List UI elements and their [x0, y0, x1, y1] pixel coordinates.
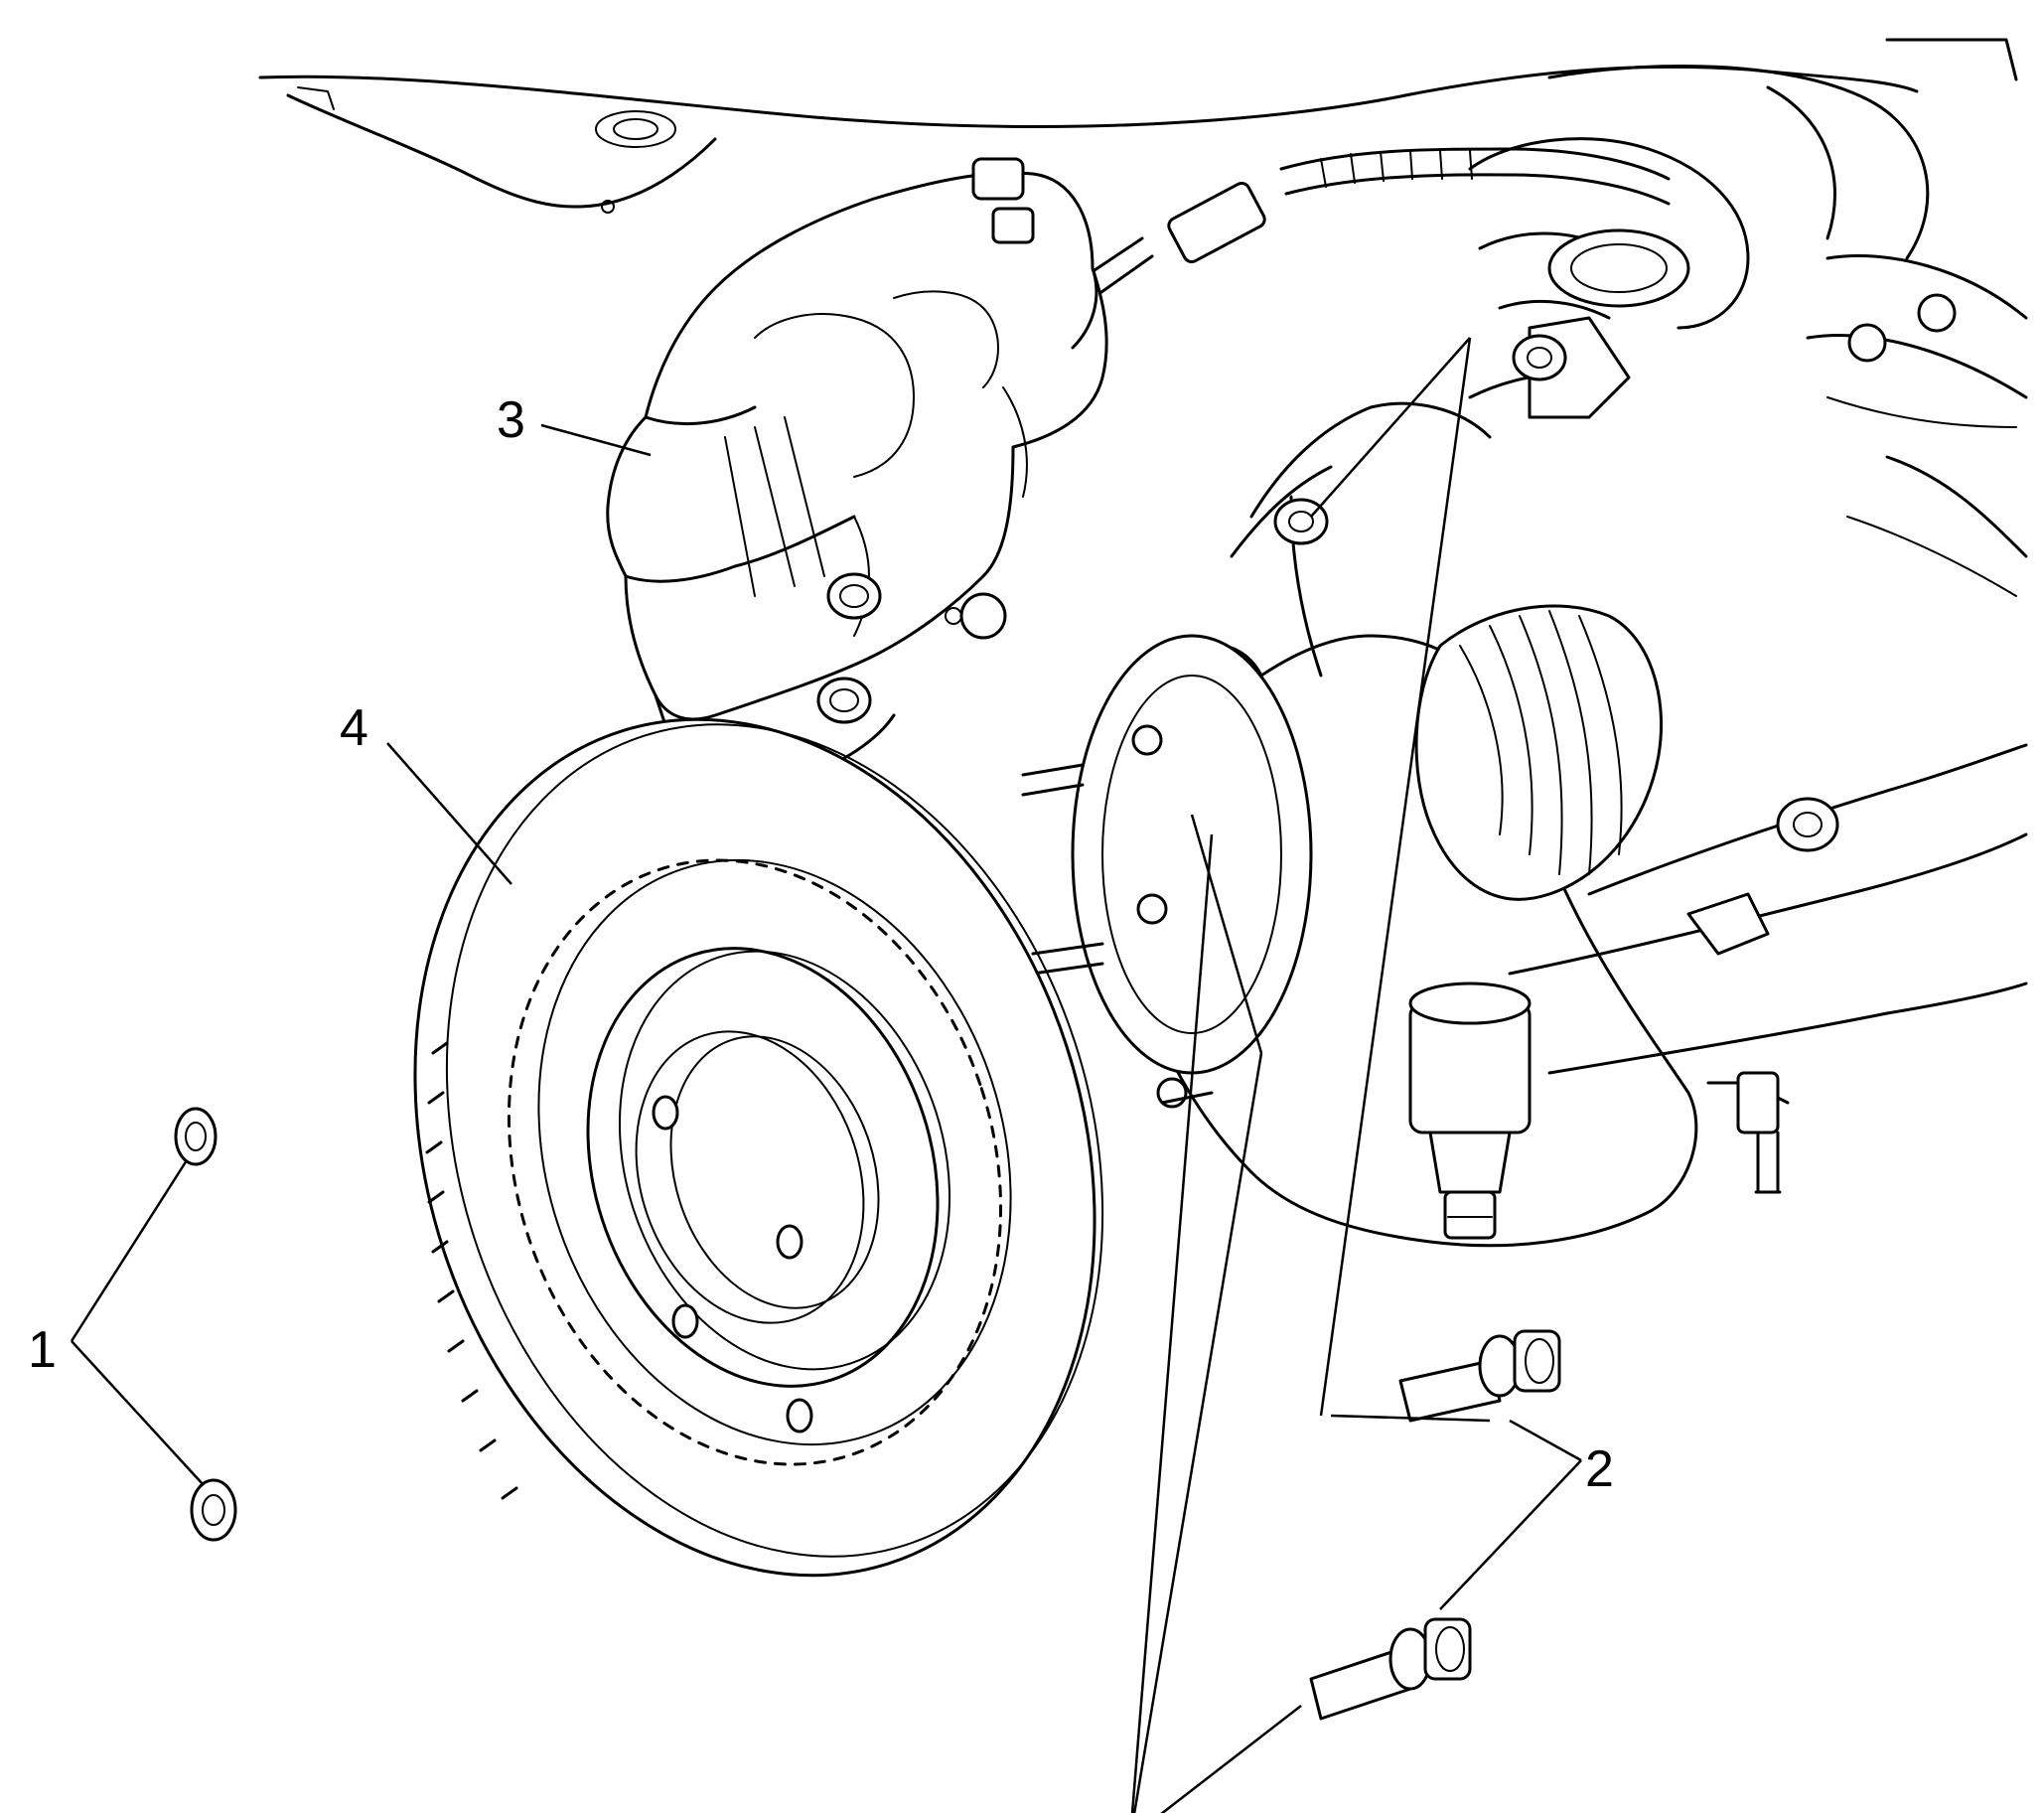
lower-control-arm — [1508, 743, 2028, 1194]
vehicle-frame — [258, 38, 2018, 260]
bolt-upper — [1398, 1329, 1561, 1423]
callout-3: 3 — [497, 391, 525, 449]
steering-knuckle — [1021, 316, 1698, 1248]
callout-1: 1 — [28, 1321, 57, 1379]
upper-control-arm — [1468, 137, 2028, 597]
callout-4: 4 — [340, 699, 368, 757]
brake-caliper — [606, 157, 1108, 791]
leader-lines — [70, 337, 1582, 1813]
callout-2: 2 — [1585, 1440, 1614, 1498]
nut-upper — [174, 1107, 218, 1166]
brake-hose — [1051, 147, 1671, 318]
nut-lower — [190, 1478, 237, 1542]
bolt-lower — [1309, 1617, 1472, 1721]
brake-rotor — [413, 717, 1104, 1578]
